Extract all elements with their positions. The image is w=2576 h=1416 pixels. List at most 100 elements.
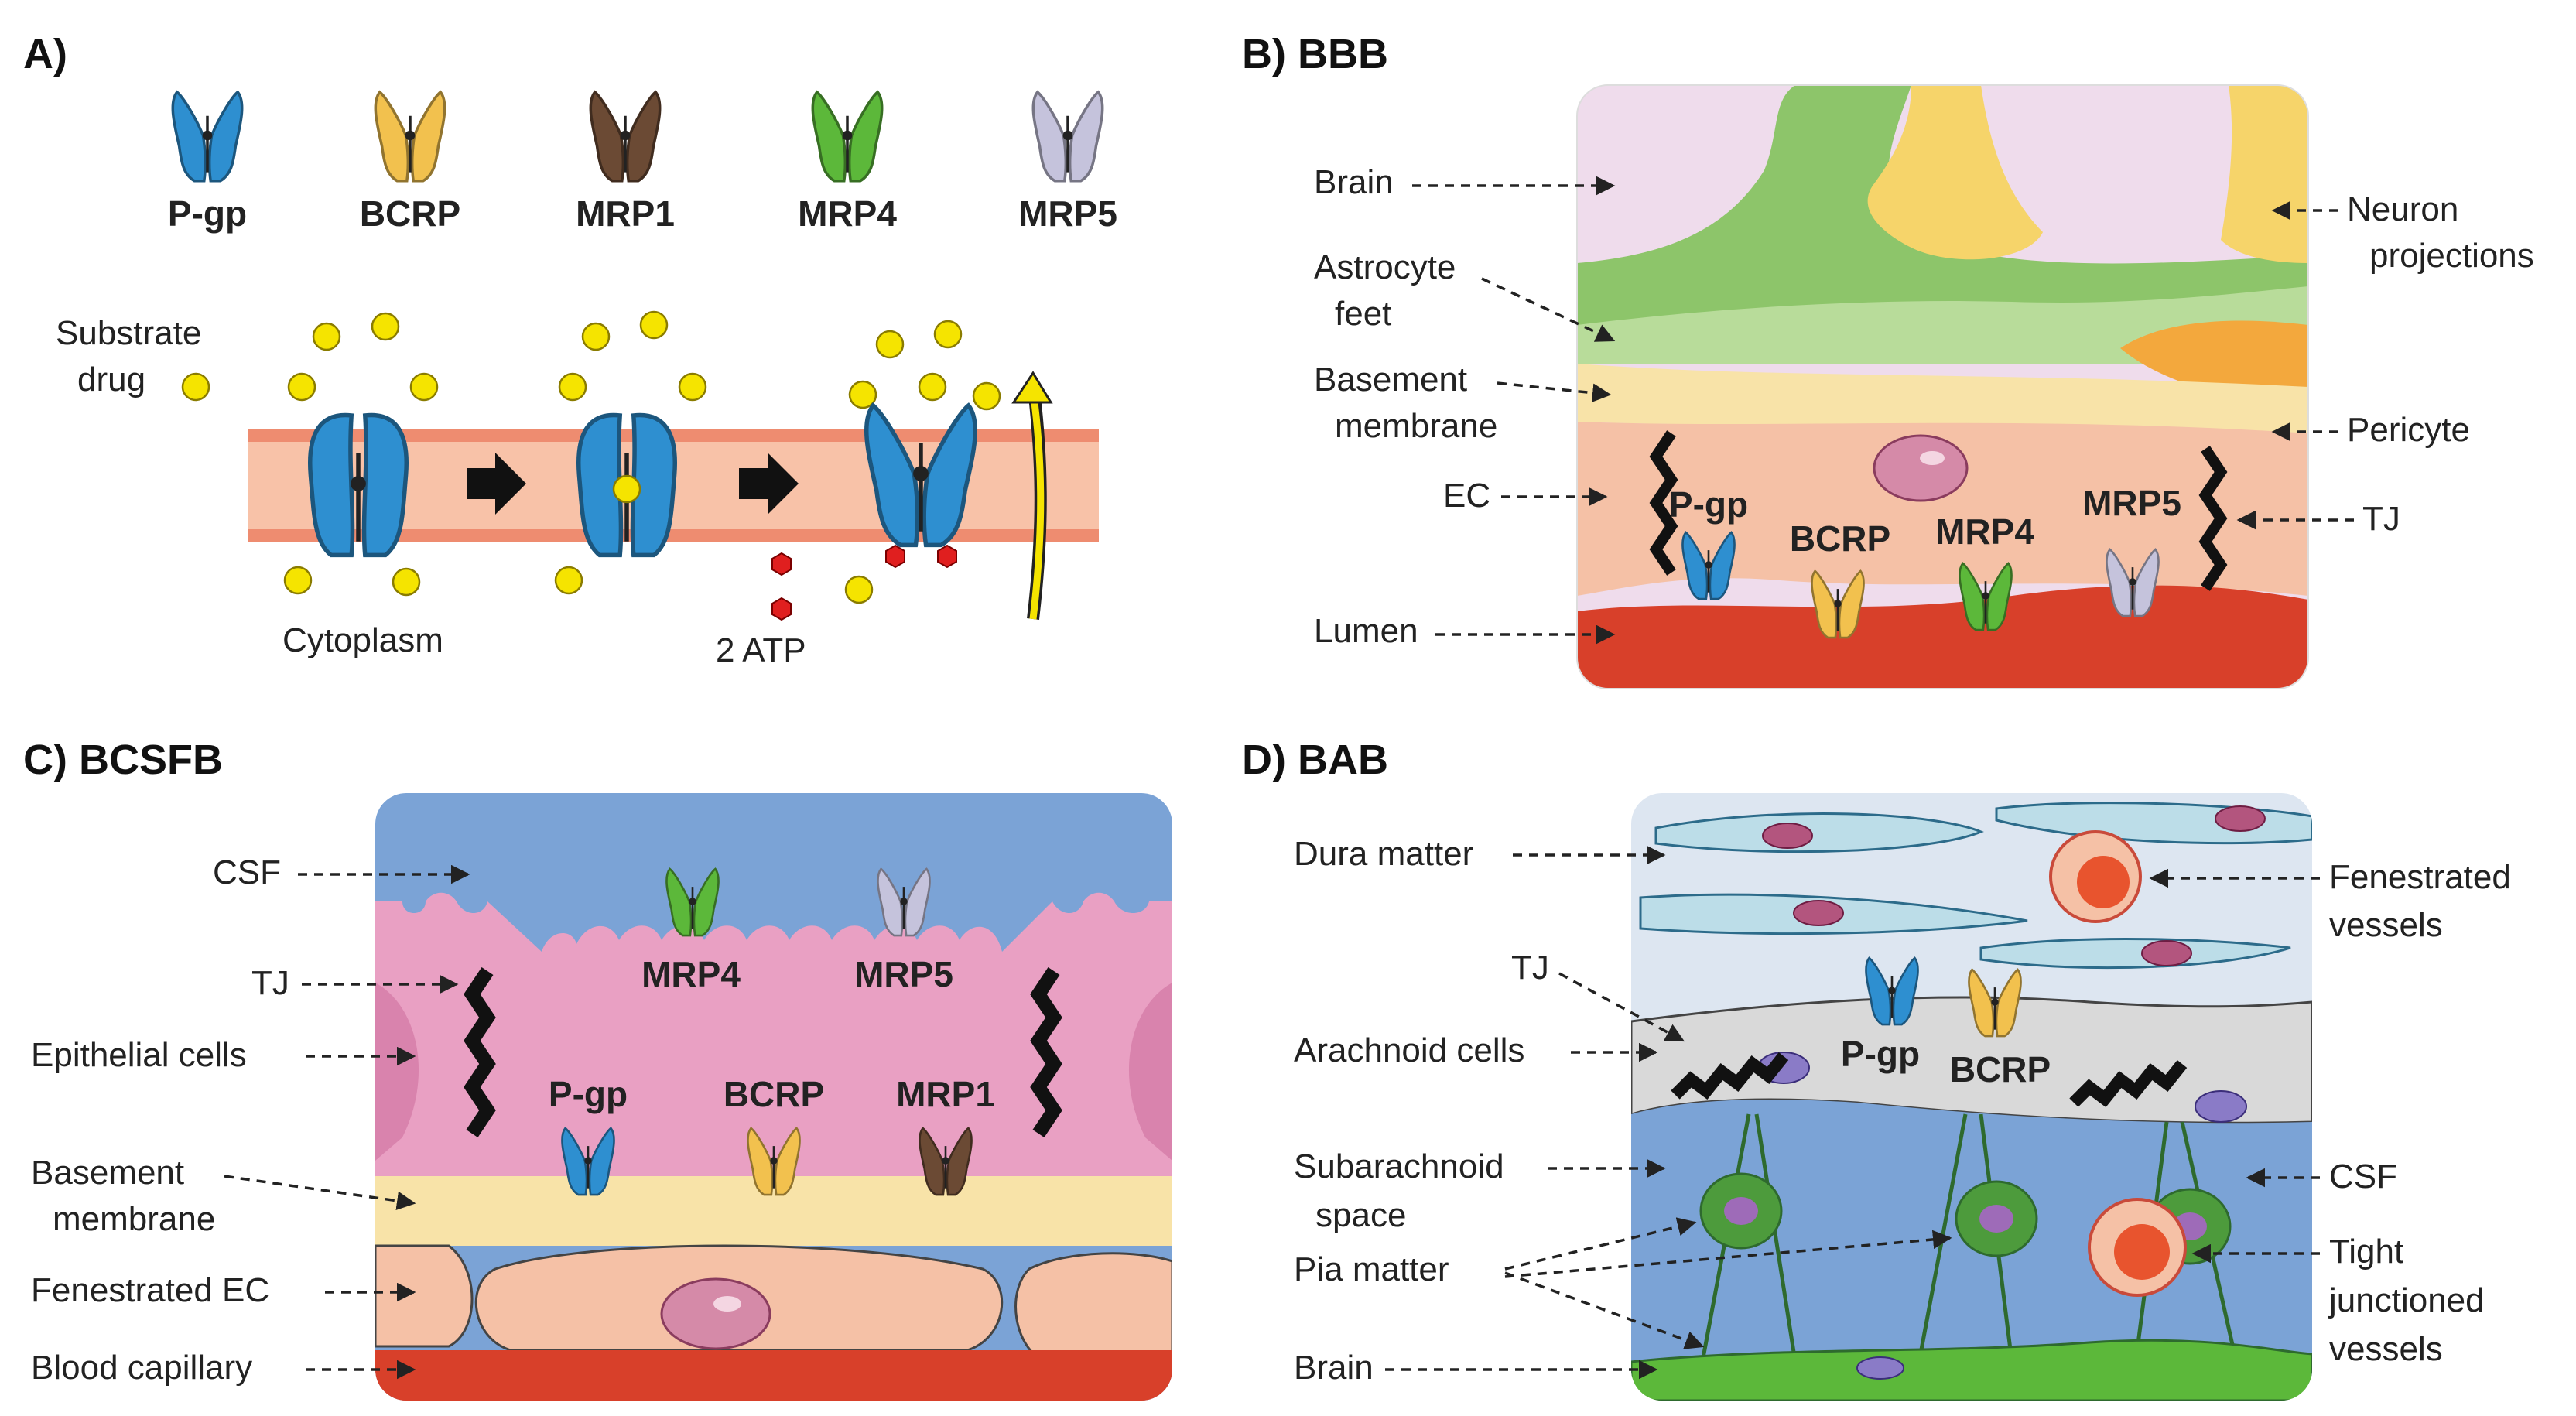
legend-label-mrp4: MRP4: [798, 193, 897, 234]
pgp-open: [864, 402, 978, 548]
transporter-binding-site: [942, 1157, 949, 1165]
efflux-arrow: [1029, 390, 1045, 620]
transporter-binding-site: [1991, 998, 1999, 1006]
pgp-closed: [308, 412, 409, 558]
bcsfb-mrp1-label: MRP1: [896, 1074, 995, 1114]
efflux-arrow-head: [1011, 371, 1053, 404]
transporter-lobe-right: [693, 867, 720, 937]
bbb-astrocyte-label-line2: feet: [1335, 295, 1391, 333]
bcsfb-tight-junction-right: [1030, 967, 1062, 1137]
transporter-lobe-right: [904, 867, 931, 937]
transporter-binding-site: [620, 130, 631, 141]
bcsfb-tight-junction-left: [464, 967, 496, 1137]
bbb-neuron-label-line2: projections: [2369, 237, 2534, 275]
transporter-lobe-left: [589, 90, 625, 183]
transporter-lobe-right: [847, 90, 884, 183]
transporter-lobe-left: [2106, 548, 2133, 617]
transporter-binding-site: [900, 898, 908, 905]
bcsfb-csf-label: CSF: [213, 853, 281, 891]
transporter-lobe-left: [171, 90, 207, 183]
bbb-mrp4-transporter: [1959, 562, 2013, 631]
bab-pia-label: Pia matter: [1294, 1250, 1449, 1288]
bab-illustration: [1631, 793, 2312, 1401]
panel-d-title: D) BAB: [1242, 737, 1388, 783]
bab-tight-junction-right: [2069, 1060, 2188, 1108]
bcsfb-basement-label-line2: membrane: [53, 1200, 215, 1238]
bcsfb-bcrp-transporter: [747, 1127, 801, 1196]
panel-d: D) BAB: [1242, 737, 2511, 1401]
atp-molecules: [771, 544, 957, 621]
bcsfb-illustration: [375, 793, 1172, 1401]
legend-label-pgp: P-gp: [168, 193, 247, 234]
transporter-binding-site: [689, 898, 696, 905]
bcsfb-tj-label: TJ: [251, 964, 289, 1002]
bab-pgp-transporter: [1865, 956, 1919, 1026]
bab-dura-label: Dura matter: [1294, 835, 1473, 873]
bab-tight-junction-left: [1671, 1052, 1789, 1100]
transporter-lobe-left: [811, 90, 847, 183]
bbb-bcrp-label: BCRP: [1790, 518, 1890, 559]
transporter-lobe-left: [1811, 569, 1838, 639]
transporter-binding-site: [1982, 592, 1989, 600]
bbb-basement-label-line1: Basement: [1314, 361, 1467, 398]
transporter-lobe-left: [1959, 562, 1986, 631]
transporter-binding-site: [202, 130, 213, 141]
bab-tight-label-line3: vessels: [2329, 1330, 2443, 1368]
bcsfb-fenestrated-label: Fenestrated EC: [31, 1271, 269, 1309]
bbb-lumen-label: Lumen: [1314, 612, 1418, 650]
panel-c-title: C) BCSFB: [23, 737, 223, 783]
transporter-lobe-left: [877, 867, 904, 937]
bab-tight-label-line2: junctioned: [2328, 1281, 2485, 1319]
panel-b-title: B) BBB: [1242, 31, 1388, 77]
transporter-lobe-right: [1068, 90, 1104, 183]
transporter-lobe-left: [747, 1127, 774, 1196]
bab-subarachnoid-label-line2: space: [1315, 1196, 1406, 1234]
transporter-binding-site: [842, 130, 853, 141]
bab-fenestrated-label-line2: vessels: [2329, 906, 2443, 944]
transporter-lobe-right: [1995, 968, 2022, 1038]
cytoplasm-label: Cytoplasm: [282, 621, 443, 659]
step-arrow-2: [739, 453, 799, 515]
bbb-brain-label: Brain: [1314, 163, 1394, 201]
panel-a-title: A): [23, 31, 67, 77]
transporter-lobe-left: [1681, 531, 1709, 600]
step-arrow-1: [467, 453, 526, 515]
bab-bcrp-transporter: [1968, 968, 2022, 1038]
bcsfb-mrp4-transporter: [665, 867, 720, 937]
bcsfb-bcrp-label: BCRP: [724, 1074, 824, 1114]
transporter-binding-site: [913, 466, 929, 481]
transporter-binding-site: [1062, 130, 1073, 141]
transporter-lobe-right: [1709, 531, 1736, 600]
transporter-lobe-right: [588, 1127, 615, 1196]
substrate-drug-label-line2: drug: [77, 361, 145, 398]
transporter-lobe-right: [625, 90, 662, 183]
transporter-lobe-right: [922, 402, 978, 548]
bbb-pericyte-label: Pericyte: [2347, 411, 2470, 449]
legend-label-mrp5: MRP5: [1018, 193, 1117, 234]
drug-molecules: [181, 310, 1001, 604]
bcsfb-mrp5-transporter: [877, 867, 931, 937]
bab-arachnoid-label: Arachnoid cells: [1294, 1031, 1524, 1069]
bbb-tj-label: TJ: [2362, 500, 2400, 538]
bbb-neuron-label-line1: Neuron: [2347, 190, 2458, 228]
bbb-tight-junction-right: [2198, 446, 2228, 591]
bbb-ec-label: EC: [1443, 477, 1490, 515]
transporter-lobe-right: [946, 1127, 973, 1196]
transporter-binding-site: [351, 476, 366, 491]
bab-tight-label-line1: Tight: [2329, 1233, 2403, 1271]
legend-label-mrp1: MRP1: [576, 193, 675, 234]
transporter-lobe-left: [308, 412, 355, 558]
transporter-lobe-right: [2133, 548, 2160, 617]
transporter-lobe-left: [561, 1127, 588, 1196]
mrp4-legend-icon: [811, 90, 884, 183]
bbb-illustration: [1577, 85, 2308, 689]
transporter-lobe-right: [207, 90, 244, 183]
panel-a: A) P-gp BCRP MRP1 MRP4 MRP5 Substrate dr…: [23, 31, 1117, 669]
bbb-bcrp-transporter: [1811, 569, 1865, 639]
bbb-tight-junction-left: [1649, 430, 1678, 576]
bbb-astrocyte-label-line1: Astrocyte: [1314, 248, 1456, 286]
pgp-legend-icon: [171, 90, 244, 183]
bab-csf-label: CSF: [2329, 1158, 2397, 1195]
bcsfb-pgp-transporter: [561, 1127, 615, 1196]
